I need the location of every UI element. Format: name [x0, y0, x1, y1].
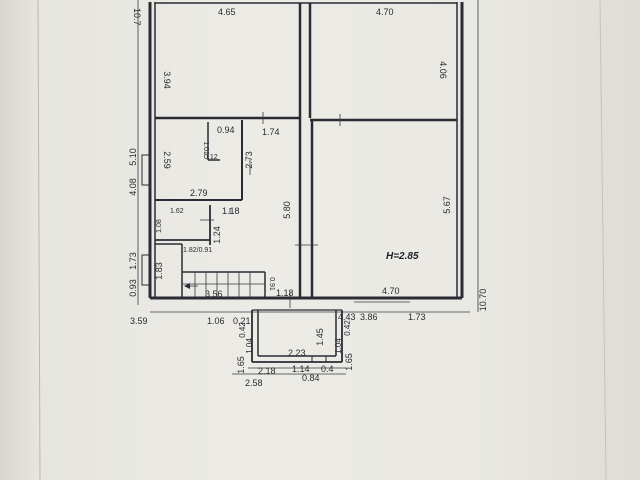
dim-porch-v3: 1.65 — [236, 356, 246, 374]
dim-room-a-width: 2.79 — [190, 188, 208, 198]
page-right-fold — [599, 0, 607, 480]
dim-stair-floor: 1.18 — [276, 288, 294, 298]
dim-porch-b4: 0.84 — [302, 373, 320, 383]
dim-porch-h: 1.45 — [315, 328, 325, 346]
dim-bath-low: 1.24 — [212, 226, 222, 244]
dim-big-room-height: 5.67 — [442, 196, 452, 214]
dim-porch-b2: 1.14 — [292, 364, 310, 374]
staircase — [182, 272, 265, 298]
dimension-lines — [150, 0, 479, 375]
dim-left-outer-low: 1.73 — [128, 252, 138, 270]
dim-porch-rv1: 0.42 — [343, 320, 352, 336]
dim-closet-h2: 0.12 — [204, 154, 218, 161]
dim-porch-total: 2.58 — [245, 378, 263, 388]
dim-closet-width: 0.94 — [217, 125, 235, 135]
dim-stair-width: 3.56 — [205, 289, 223, 299]
dim-left-outer-top: 5.10 — [128, 148, 138, 166]
dim-hall-height: 2.73 — [244, 151, 254, 169]
dim-porch-r3: 1.73 — [408, 312, 426, 322]
dim-big-room-width: 4.70 — [382, 286, 400, 296]
stair-arrow-icon — [184, 283, 190, 289]
dim-bath-width: 1.62 — [170, 208, 184, 215]
dim-stair-height: 1.83 — [154, 262, 164, 280]
dim-top-right-width: 4.70 — [376, 7, 394, 17]
dim-corner-top: 10.7 — [132, 8, 142, 26]
dim-bottom-left: 3.59 — [130, 316, 148, 326]
dim-left-outer-bottom: 0.93 — [128, 279, 138, 297]
dim-porch-b1: 2.18 — [258, 366, 276, 376]
dim-stair-right: 0.91 — [268, 277, 275, 291]
dim-porch-r2: 3.86 — [360, 312, 378, 322]
dim-top-left-width: 4.65 — [218, 7, 236, 17]
dim-porch-v1: 0.42 — [238, 322, 247, 338]
dim-porch-rv3: 1.65 — [344, 353, 354, 371]
dim-left-outer-mid: 4.08 — [128, 178, 138, 196]
dim-porch-left2: 0.21 — [233, 316, 251, 326]
dim-porch-inner: 2.23 — [288, 348, 306, 358]
dim-bath-height: 1.08 — [156, 219, 163, 233]
outer-walls — [148, 2, 464, 300]
dim-porch-rv2: 1.04 — [334, 338, 343, 354]
dim-bath-right: 1.18 — [222, 206, 240, 216]
dim-top-right-height: 4.06 — [438, 61, 448, 79]
door-marks — [200, 112, 410, 308]
dim-hall-width: 1.74 — [262, 127, 280, 137]
ceiling-height-label: H=2.85 — [386, 251, 419, 262]
dim-porch-v2: 1.04 — [245, 338, 254, 354]
porch — [251, 309, 343, 363]
dim-top-left-height: 3.94 — [162, 71, 172, 89]
dim-hall-long: 5.80 — [282, 201, 292, 219]
dim-porch-r1: 4.43 — [338, 312, 356, 322]
page-fold-line — [37, 0, 41, 480]
dim-porch-left: 1.06 — [207, 316, 225, 326]
dim-room-a-height: 2.59 — [162, 151, 172, 169]
dim-right-outer: 10.70 — [478, 289, 488, 312]
dim-bath-diag: 1.82/0.91 — [183, 247, 212, 254]
dim-porch-b3: 0.4 — [321, 364, 334, 374]
left-openings — [137, 0, 151, 305]
dim-closet-h1: 1.01 — [202, 141, 209, 155]
interior-walls — [155, 3, 457, 298]
